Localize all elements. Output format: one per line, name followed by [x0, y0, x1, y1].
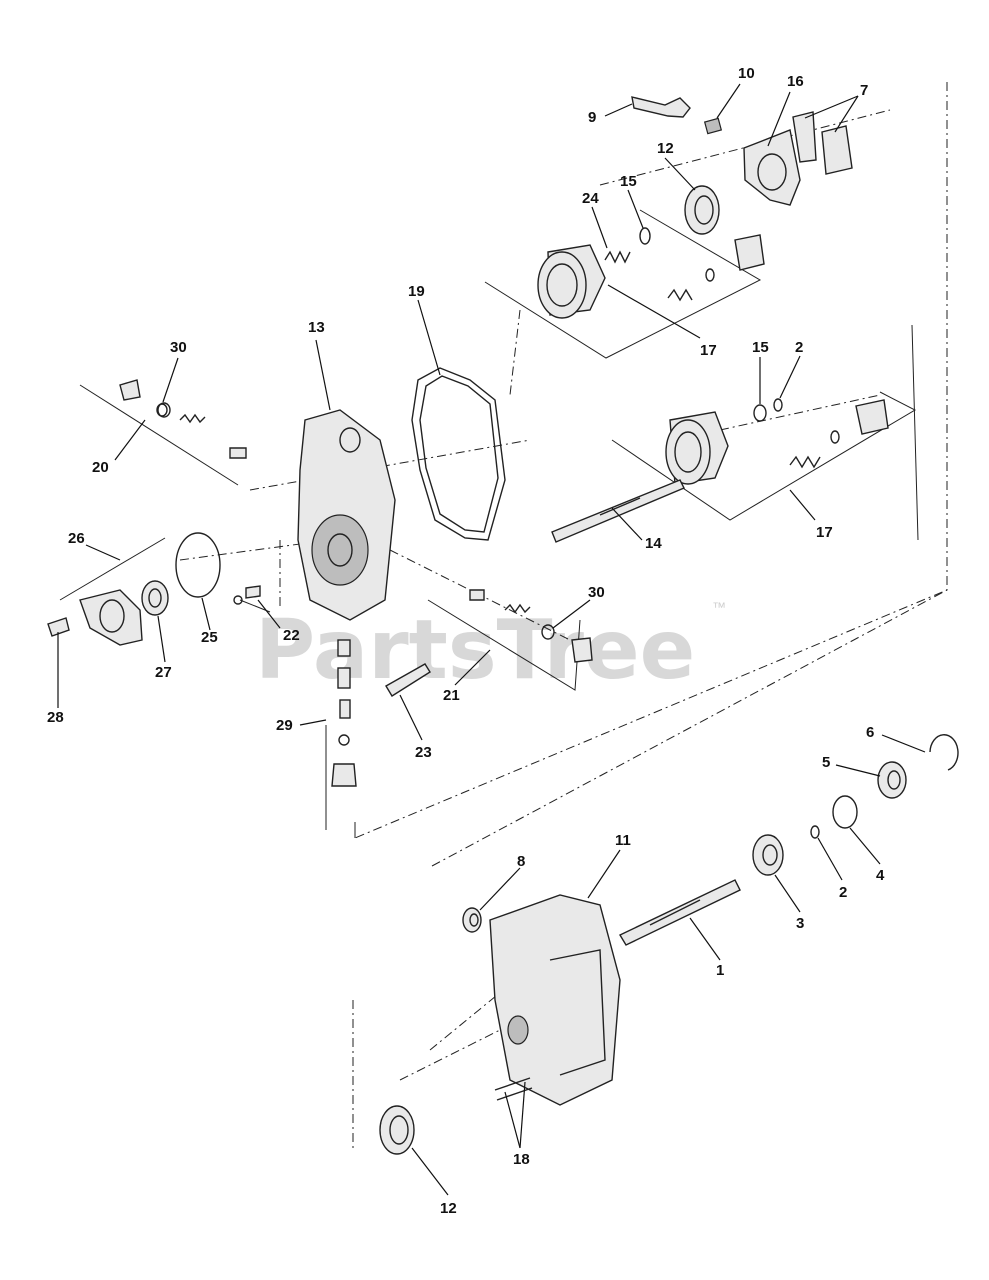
part-17-cylinder-block-upper [537, 234, 765, 319]
callout-2-lower: 2 [839, 884, 847, 901]
part-17-cylinder-block-lower [665, 399, 889, 485]
part-5-bearing [877, 761, 907, 799]
callout-4: 4 [876, 867, 885, 884]
callout-1: 1 [716, 962, 724, 979]
part-27-bearing [141, 580, 169, 616]
part-7-swashplate-inserts [792, 111, 853, 175]
callout-14: 14 [645, 535, 662, 552]
callout-24: 24 [582, 190, 599, 207]
callout-21: 21 [443, 687, 460, 704]
callout-20: 20 [92, 459, 109, 476]
part-21-plug [571, 637, 593, 663]
part-15-ring-upper [639, 227, 651, 245]
part-22-pin [233, 585, 261, 605]
part-4-washer [832, 795, 858, 829]
callout-12-lower: 12 [440, 1200, 457, 1217]
part-3-bearing [752, 834, 784, 876]
callout-9: 9 [588, 109, 596, 126]
part-2-ring-middle [773, 398, 783, 412]
callout-15-lower: 15 [752, 339, 769, 356]
part-23-screw [385, 663, 431, 697]
part-29-bypass-stack [331, 639, 357, 787]
part-9-control-lever [631, 96, 691, 118]
part-16-plate [743, 129, 801, 206]
callout-13: 13 [308, 319, 325, 336]
watermark-trademark: ™ [712, 599, 726, 615]
part-12-seal-upper [684, 185, 720, 235]
part-1-axle [619, 879, 741, 946]
part-20-check-valve [119, 379, 247, 459]
callout-11: 11 [615, 832, 631, 849]
part-6-retaining-ring [929, 734, 959, 771]
part-10-key [703, 117, 723, 135]
part-2-ring-lower [810, 825, 820, 839]
leader-lines [57, 83, 926, 1196]
callout-12-upper: 12 [657, 140, 674, 157]
part-26-cover [79, 589, 143, 646]
callout-5: 5 [822, 754, 830, 771]
part-30-ring-right [541, 624, 555, 640]
callout-30-left: 30 [170, 339, 187, 356]
part-14-shaft [551, 479, 685, 543]
callout-26: 26 [68, 530, 85, 547]
part-28-bolt [47, 617, 70, 637]
part-18-dowel-pins [494, 1077, 533, 1101]
callout-16: 16 [787, 73, 804, 90]
callout-17-lower: 17 [816, 524, 833, 541]
part-19-gasket [411, 367, 506, 541]
callout-28: 28 [47, 709, 64, 726]
callout-30-right: 30 [588, 584, 605, 601]
part-11-housing [489, 894, 621, 1106]
callout-18: 18 [513, 1151, 530, 1168]
callout-7: 7 [860, 82, 868, 99]
part-21-check-valve [469, 589, 531, 614]
callout-8: 8 [517, 853, 525, 870]
part-24-spring [604, 250, 631, 264]
callout-15-upper: 15 [620, 173, 637, 190]
callout-27: 27 [155, 664, 172, 681]
callout-19: 19 [408, 283, 425, 300]
callout-2-middle: 2 [795, 339, 803, 356]
callout-10: 10 [738, 65, 755, 82]
part-15-ring-lower [753, 404, 767, 422]
callout-25: 25 [201, 629, 218, 646]
part-13-center-section [297, 409, 396, 621]
part-8-plug [462, 907, 482, 933]
assembly-brackets [59, 209, 919, 838]
part-30-ring-left [157, 402, 171, 418]
callout-29: 29 [276, 717, 293, 734]
callout-22: 22 [283, 627, 300, 644]
callout-6: 6 [866, 724, 874, 741]
callout-3: 3 [796, 915, 804, 932]
part-12-seal-lower [379, 1105, 415, 1155]
watermark-text: PartsTree [255, 603, 695, 698]
callout-numbers: 10 16 7 9 12 15 24 19 13 30 17 15 2 20 1… [47, 65, 885, 1217]
callout-23: 23 [415, 744, 432, 761]
callout-17-upper: 17 [700, 342, 717, 359]
part-25-o-ring [175, 532, 221, 598]
